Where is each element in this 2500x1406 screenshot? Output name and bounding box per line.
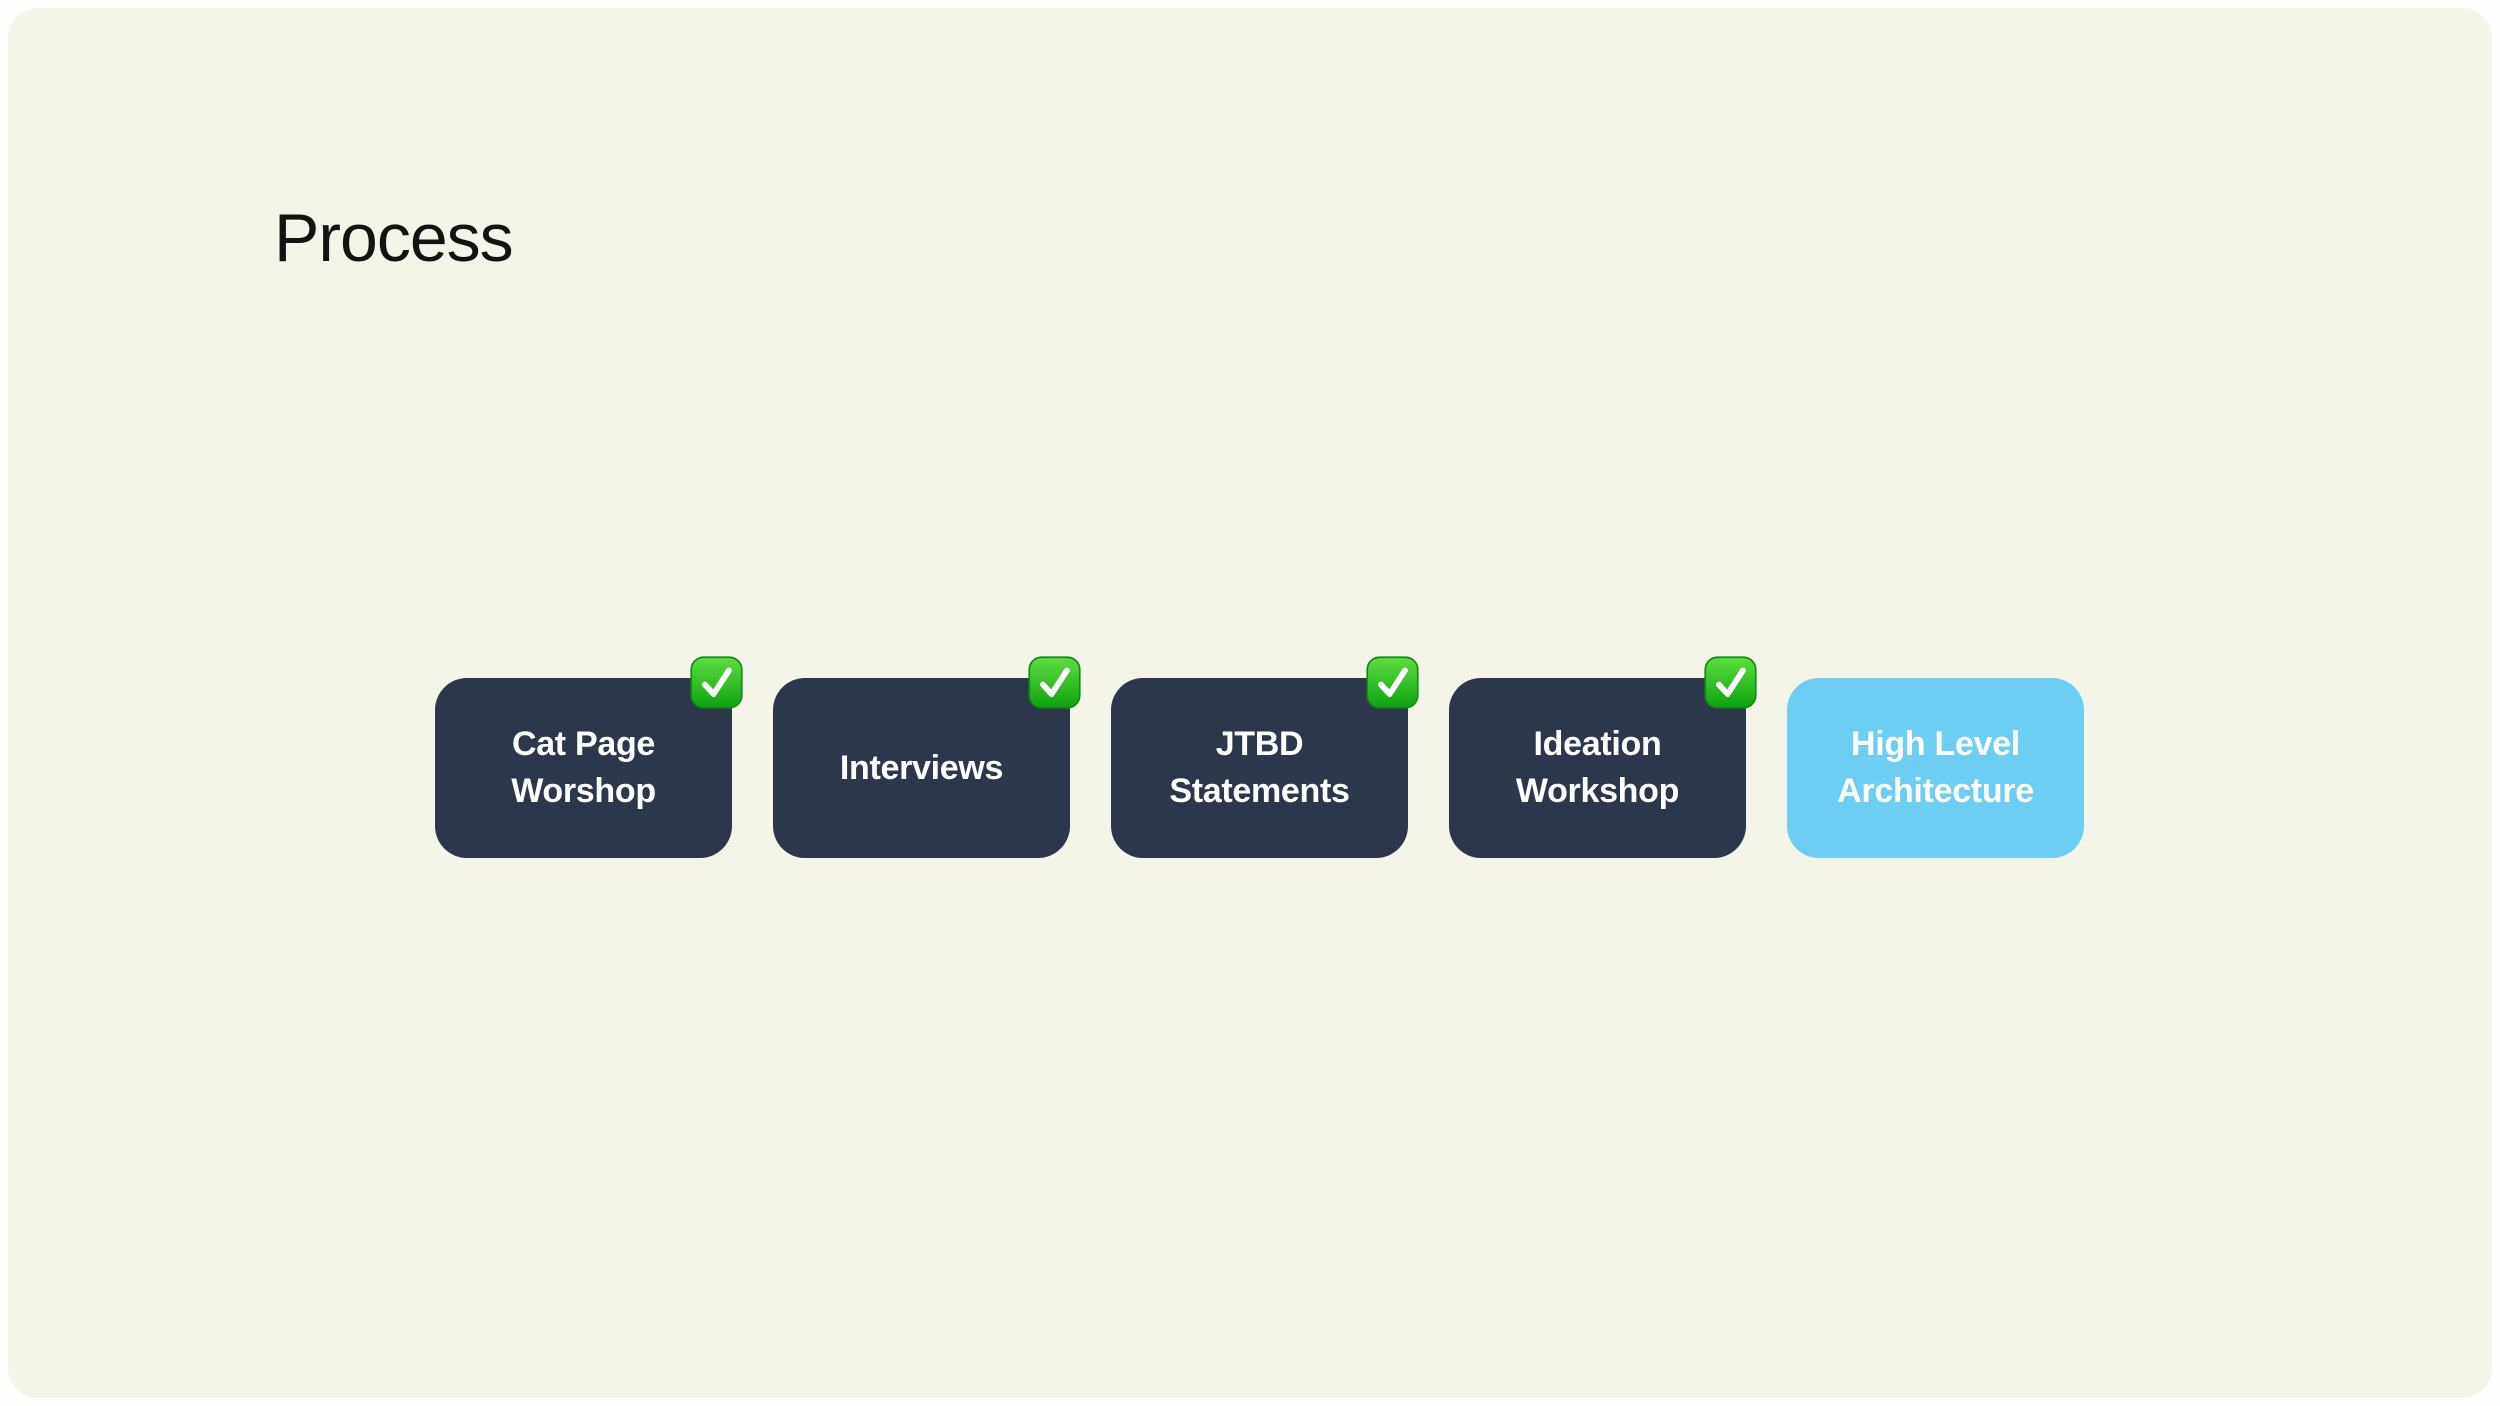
step-label: High Level Architecture xyxy=(1837,725,2034,810)
page-title: Process xyxy=(274,200,514,276)
check-mark-icon xyxy=(1704,656,1757,709)
process-steps-row: Cat Page Worshop Interviews xyxy=(435,656,2084,858)
step-jtbd-statements[interactable]: JTBD Statements xyxy=(1111,656,1419,858)
step-label: Interviews xyxy=(839,748,1004,787)
slide-canvas: Process Cat Page Worshop Interviews xyxy=(8,8,2492,1398)
check-mark-icon xyxy=(1028,656,1081,709)
check-mark-icon xyxy=(690,656,743,709)
step-high-level-architecture[interactable]: High Level Architecture xyxy=(1787,678,2084,858)
step-interviews[interactable]: Interviews xyxy=(773,656,1081,858)
step-label: JTBD Statements xyxy=(1169,725,1350,810)
step-label: Cat Page Worshop xyxy=(511,725,656,810)
check-mark-icon xyxy=(1366,656,1419,709)
step-ideation-workshop[interactable]: Ideation Workshop xyxy=(1449,656,1757,858)
step-label: Ideation Workshop xyxy=(1515,725,1680,810)
step-cat-page-worshop[interactable]: Cat Page Worshop xyxy=(435,656,743,858)
